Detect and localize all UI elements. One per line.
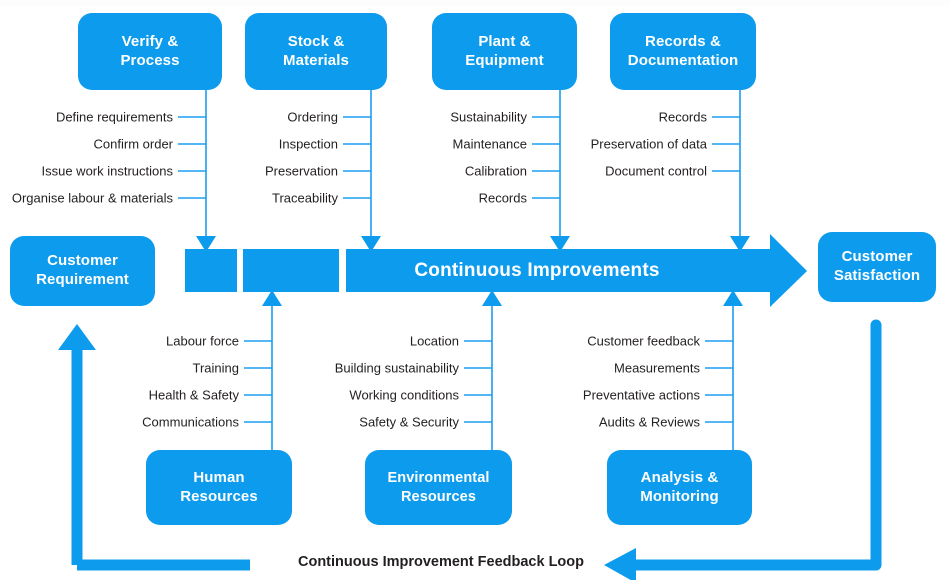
item-label: Issue work instructions [41,163,174,179]
item-label: Maintenance [452,136,527,152]
item-label: Organise labour & materials [11,190,173,206]
node-title-line1: Environmental [387,470,490,487]
connector-group-human-resources [244,290,282,450]
node-title-line1: Customer [841,248,913,266]
item-label: Communications [142,414,239,430]
item-label: Sustainability [450,109,527,125]
connector-group-records-documentation [712,90,750,252]
node-plant-equipment-title: Plant & Equipment [465,33,543,71]
node-title-line1: Plant & [478,32,531,50]
item-label: Customer feedback [587,333,700,349]
item-label: Training [192,360,239,376]
item-label: Health & Safety [148,387,239,403]
node-title-line1: Customer [47,252,118,270]
node-customer-satisfaction-title: Customer Satisfaction [834,248,920,286]
item-label: Document control [605,163,707,179]
node-analysis-monitoring[interactable]: Analysis & Monitoring [607,450,752,525]
node-records-documentation[interactable]: Records & Documentation [610,13,756,90]
item-label: Calibration [464,163,527,179]
node-human-resources[interactable]: Human Resources [146,450,292,525]
node-environmental-resources[interactable]: Environmental Resources [365,450,512,525]
node-title-line1: Human [193,468,245,486]
item-label: Labour force [166,333,239,349]
node-records-documentation-title: Records & Documentation [628,33,738,71]
node-title-line1: Verify & [121,32,179,50]
node-analysis-monitoring-title: Analysis & Monitoring [640,469,718,507]
item-label: Inspection [278,136,338,152]
item-label: Preservation [265,163,338,179]
node-environmental-resources-title: Environmental Resources [387,469,489,505]
node-title-line2: Documentation [627,51,739,69]
node-title-line2: Satisfaction [833,267,921,284]
node-title-line2: Requirement [36,271,129,288]
node-customer-requirement-title: Customer Requirement [36,252,129,290]
feedback-loop-caption: Continuous Improvement Feedback Loop [298,554,584,570]
item-label: Measurements [614,360,700,376]
item-label: Preservation of data [590,136,707,152]
item-label: Preventative actions [582,387,700,403]
node-title-line2: Equipment [465,51,544,69]
item-label: Building sustainability [334,360,459,376]
node-title-line1: Records & [645,32,721,50]
node-human-resources-title: Human Resources [180,469,258,507]
connector-group-environmental-resources [464,290,502,450]
item-label: Confirm order [93,136,173,152]
node-title-line2: Monitoring [640,487,719,505]
connector-group-verify-process [178,90,216,252]
connector-group-analysis-monitoring [705,290,743,450]
node-verify-process[interactable]: Verify & Process [78,13,222,90]
node-title-line2: Resources [400,488,477,505]
item-label: Location [409,333,459,349]
item-label: Define requirements [55,109,173,125]
node-stock-materials[interactable]: Stock & Materials [245,13,387,90]
item-label: Safety & Security [359,414,459,430]
node-customer-requirement[interactable]: Customer Requirement [10,236,155,306]
item-label: Ordering [287,109,338,125]
node-title-line1: Stock & [287,32,345,50]
top-edge-artifact [0,0,950,6]
item-label: Traceability [272,190,338,206]
node-title-line2: Materials [283,51,349,69]
node-title-line2: Resources [180,487,258,505]
connector-group-plant-equipment [532,90,570,252]
node-plant-equipment[interactable]: Plant & Equipment [432,13,577,90]
node-customer-satisfaction[interactable]: Customer Satisfaction [818,232,936,302]
node-stock-materials-title: Stock & Materials [283,33,349,71]
item-label: Audits & Reviews [598,414,700,430]
item-label: Records [478,190,527,206]
continuous-improvements-band [185,234,807,307]
node-verify-process-title: Verify & Process [120,33,179,71]
connector-group-stock-materials [343,90,381,252]
node-title-line2: Process [120,51,180,69]
item-label: Records [658,109,707,125]
feedback-loop-arrow [58,319,882,580]
item-label: Working conditions [349,387,459,403]
band-title: Continuous Improvements [414,260,660,281]
node-title-line1: Analysis & [640,468,719,486]
